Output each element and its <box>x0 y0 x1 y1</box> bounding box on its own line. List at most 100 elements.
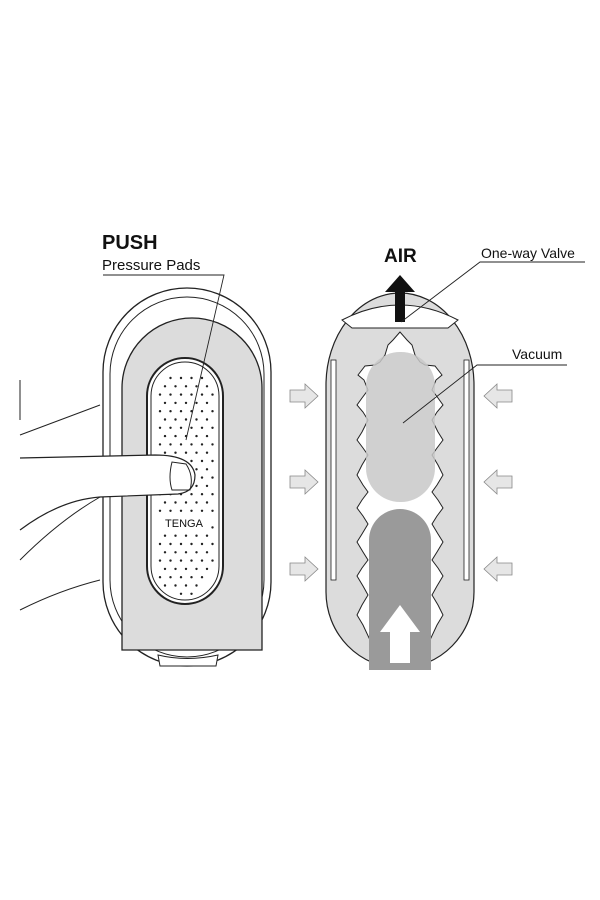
pad-dot <box>184 534 188 537</box>
pad-dot <box>200 509 204 512</box>
pad-dot <box>190 592 193 595</box>
air-arrow-up-icon <box>385 275 415 322</box>
pad-dot <box>184 418 188 421</box>
pad-dot <box>195 418 198 421</box>
pad-dot <box>158 393 162 396</box>
pad-dot <box>169 509 172 512</box>
pad-dot <box>179 592 183 595</box>
vacuum-leader <box>402 364 567 424</box>
pad-dot <box>179 509 183 512</box>
pad-dot <box>190 426 193 429</box>
pad-dot <box>211 542 214 546</box>
pad-dot <box>205 451 209 454</box>
pad-dot <box>205 501 209 504</box>
pad-dot <box>169 376 172 380</box>
pad-dot <box>195 501 198 504</box>
pad-dot <box>169 443 172 446</box>
pad-dot <box>179 410 183 413</box>
pad-dot <box>200 459 204 463</box>
pad-dot <box>174 401 177 405</box>
pad-dot <box>174 418 177 421</box>
pad-dot <box>190 559 193 562</box>
air-label: AIR <box>384 246 417 267</box>
pad-dot <box>195 401 198 405</box>
arrow-left-icon <box>483 556 513 582</box>
pad-dot <box>205 434 209 438</box>
pad-dot <box>200 493 204 496</box>
pad-dot <box>195 584 198 587</box>
bottom-cap <box>157 654 219 667</box>
arrow-right-icon <box>289 556 319 582</box>
pad-dot <box>195 385 198 388</box>
pad-dot <box>200 559 204 562</box>
pad-dot <box>190 459 193 463</box>
arrow-right-icon <box>289 469 319 495</box>
pad-dot <box>174 534 177 537</box>
vacuum-region <box>366 352 435 502</box>
pad-dot <box>184 385 188 388</box>
pad-dot <box>190 393 193 396</box>
pad-dot <box>174 385 177 388</box>
pad-dot <box>179 542 183 546</box>
one-way-valve-label: One-way Valve <box>481 245 575 261</box>
arrow-left-icon <box>483 469 513 495</box>
pressure-pads-leader <box>103 274 225 441</box>
pad-dot <box>158 410 162 413</box>
pad-dot <box>163 451 167 454</box>
pad-dot <box>174 567 177 571</box>
pad-dot <box>200 443 204 446</box>
pad-dot <box>190 443 193 446</box>
pad-dot <box>184 551 188 554</box>
pad-dot <box>200 476 204 479</box>
pad-dot <box>158 542 162 546</box>
pressure-pads-label: Pressure Pads <box>102 257 200 274</box>
pad-dot <box>163 385 167 388</box>
arrow-right-icon <box>289 383 319 409</box>
pad-dot <box>205 385 209 388</box>
pad-dot <box>200 426 204 429</box>
pad-dot <box>174 434 177 438</box>
pad-dot <box>205 551 209 554</box>
pad-dot <box>190 542 193 546</box>
pad-dot <box>205 534 209 537</box>
pad-dot <box>200 393 204 396</box>
brand-logo: TENGA <box>165 518 204 530</box>
insert-arrow-icon <box>380 605 420 663</box>
pad-dot <box>211 410 214 413</box>
pad-dot <box>169 542 172 546</box>
vacuum-label: Vacuum <box>512 346 562 362</box>
pad-dot <box>205 468 209 471</box>
pad-dot <box>200 576 204 579</box>
pad-dot <box>163 534 167 537</box>
pad-dot <box>195 468 198 471</box>
pad-dot <box>179 443 183 446</box>
pad-dot <box>163 584 167 587</box>
pad-dot <box>158 426 162 429</box>
pad-dot <box>205 418 209 421</box>
pad-dot <box>205 401 209 405</box>
pressure-arrows <box>289 383 513 582</box>
pad-dot <box>184 451 188 454</box>
pad-dot <box>200 376 204 380</box>
pad-dot <box>195 434 198 438</box>
pad-dot <box>174 451 177 454</box>
pad-dot <box>158 576 162 579</box>
pad-dot <box>211 509 214 512</box>
pad-dot <box>179 426 183 429</box>
push-heading: PUSH <box>102 232 158 254</box>
pad-dot <box>163 567 167 571</box>
pad-dot <box>211 393 214 396</box>
pad-dot <box>163 401 167 405</box>
pad-dot <box>205 484 209 488</box>
pad-dot <box>163 434 167 438</box>
pad-dot <box>190 376 193 380</box>
pad-dot <box>158 559 162 562</box>
pad-dot <box>205 567 209 571</box>
pad-dot <box>163 418 167 421</box>
pad-dot <box>184 584 188 587</box>
pad-dot <box>174 551 177 554</box>
valve-leader <box>400 261 585 323</box>
pad-dot <box>195 567 198 571</box>
pad-dot <box>179 576 183 579</box>
